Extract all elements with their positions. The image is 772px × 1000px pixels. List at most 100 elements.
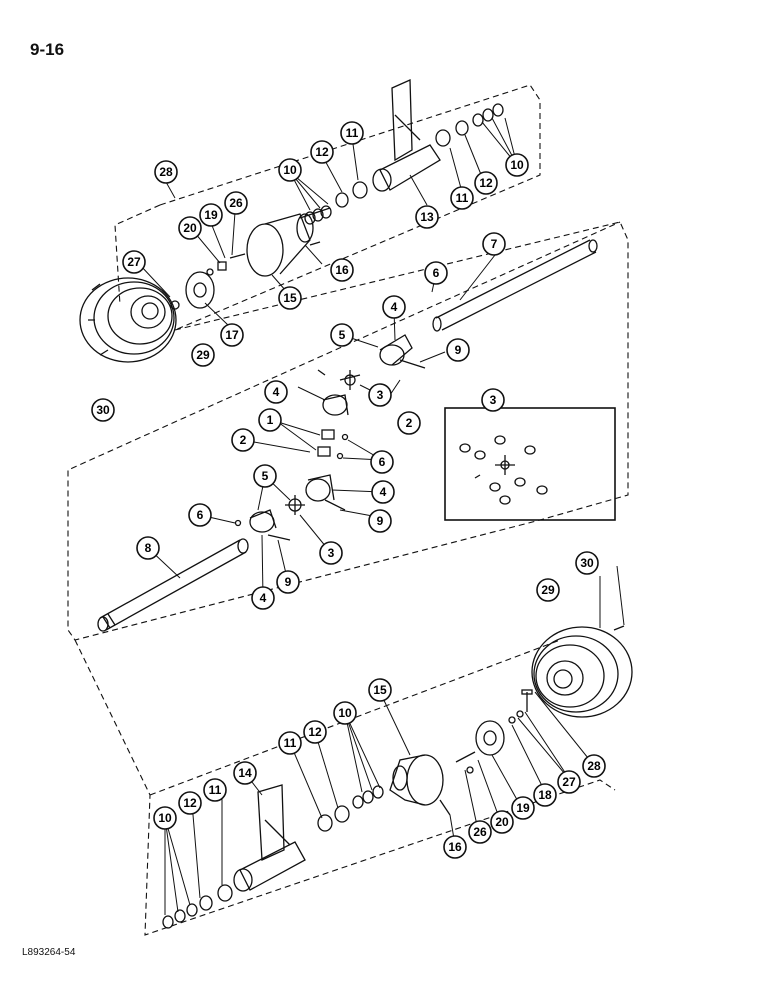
callout-29: 29 (191, 343, 215, 367)
callout-30: 30 (91, 398, 115, 422)
callout-number: 14 (238, 766, 252, 780)
callout-10: 10 (505, 153, 529, 177)
callout-4: 4 (251, 586, 275, 610)
callout-number: 9 (285, 575, 292, 589)
callout-18: 18 (533, 783, 557, 807)
callout-6: 6 (370, 450, 394, 474)
callout-3: 3 (481, 388, 505, 412)
callout-number: 27 (562, 775, 576, 789)
callout-number: 30 (580, 556, 594, 570)
callout-number: 3 (490, 393, 497, 407)
callout-16: 16 (443, 835, 467, 859)
callout-number: 11 (456, 191, 469, 205)
callout-number: 5 (339, 328, 346, 342)
callout-26: 26 (224, 191, 248, 215)
hub-upper (170, 253, 246, 310)
callout-number: 9 (455, 343, 462, 357)
callout-20: 20 (178, 216, 202, 240)
callout-number: 7 (491, 237, 498, 251)
callout-30: 30 (575, 551, 599, 575)
callout-group: 2820192627172930101211131615111210764594… (91, 121, 606, 859)
callout-number: 4 (260, 591, 267, 605)
wheel-upper (79, 277, 177, 363)
callout-19: 19 (511, 796, 535, 820)
callout-number: 6 (379, 455, 386, 469)
callout-11: 11 (450, 186, 474, 210)
callout-number: 2 (406, 416, 413, 430)
callout-number: 11 (209, 783, 222, 797)
callout-number: 2 (240, 433, 247, 447)
callout-28: 28 (154, 160, 178, 184)
callout-number: 12 (308, 725, 322, 739)
callout-number: 29 (196, 348, 210, 362)
callout-number: 19 (516, 801, 530, 815)
inset-cross-kit (444, 407, 616, 521)
callout-number: 19 (204, 208, 218, 222)
callout-5: 5 (330, 323, 354, 347)
callout-number: 1 (267, 413, 274, 427)
callout-number: 10 (283, 163, 297, 177)
callout-number: 4 (391, 300, 398, 314)
callout-number: 26 (473, 825, 487, 839)
callout-28: 28 (582, 754, 606, 778)
callout-27: 27 (557, 770, 581, 794)
callout-number: 4 (273, 385, 280, 399)
bearings-upper-right (435, 103, 504, 147)
callout-number: 5 (262, 469, 269, 483)
wheel-lower (531, 625, 633, 718)
callout-number: 6 (433, 266, 440, 280)
callout-number: 9 (377, 514, 384, 528)
callout-2: 2 (397, 411, 421, 435)
callout-number: 15 (283, 291, 297, 305)
callout-number: 16 (335, 263, 349, 277)
callout-3: 3 (368, 383, 392, 407)
callout-5: 5 (253, 464, 277, 488)
spindle-housing-lower (389, 754, 451, 816)
callout-number: 11 (284, 736, 297, 750)
shaft-8 (97, 538, 249, 632)
callout-11: 11 (278, 731, 302, 755)
callout-10: 10 (153, 806, 177, 830)
callout-4: 4 (371, 480, 395, 504)
callout-15: 15 (368, 678, 392, 702)
callout-14: 14 (233, 761, 257, 785)
callout-26: 26 (468, 820, 492, 844)
callout-11: 11 (203, 778, 227, 802)
callout-number: 18 (538, 788, 552, 802)
dashed-assembly-outline (67, 84, 629, 936)
figure-code: L893264-54 (22, 947, 76, 958)
callout-12: 12 (178, 791, 202, 815)
callout-number: 12 (315, 145, 329, 159)
callout-4: 4 (382, 295, 406, 319)
support-tube-13 (372, 79, 441, 192)
callout-number: 6 (197, 508, 204, 522)
callout-number: 20 (495, 815, 509, 829)
callout-number: 30 (96, 403, 110, 417)
callout-number: 28 (159, 165, 173, 179)
callout-9: 9 (368, 509, 392, 533)
callout-number: 4 (380, 485, 387, 499)
callout-7: 7 (482, 232, 506, 256)
callout-number: 8 (145, 541, 152, 555)
callout-number: 16 (448, 840, 462, 854)
universal-joint-upper (317, 334, 426, 416)
callout-13: 13 (415, 205, 439, 229)
callout-27: 27 (122, 250, 146, 274)
callout-number: 29 (541, 583, 555, 597)
bearings-lower-left (162, 884, 233, 929)
callout-6: 6 (188, 503, 212, 527)
callout-3: 3 (319, 541, 343, 565)
callout-number: 12 (479, 176, 493, 190)
callout-17: 17 (220, 323, 244, 347)
callout-number: 17 (225, 328, 239, 342)
shaft-7 (432, 239, 598, 332)
callout-number: 12 (183, 796, 197, 810)
center-parts (317, 429, 349, 460)
callout-10: 10 (278, 158, 302, 182)
universal-joint-lower (234, 474, 346, 541)
callout-20: 20 (490, 810, 514, 834)
callout-number: 10 (158, 811, 172, 825)
callout-19: 19 (199, 203, 223, 227)
callout-number: 3 (328, 546, 335, 560)
